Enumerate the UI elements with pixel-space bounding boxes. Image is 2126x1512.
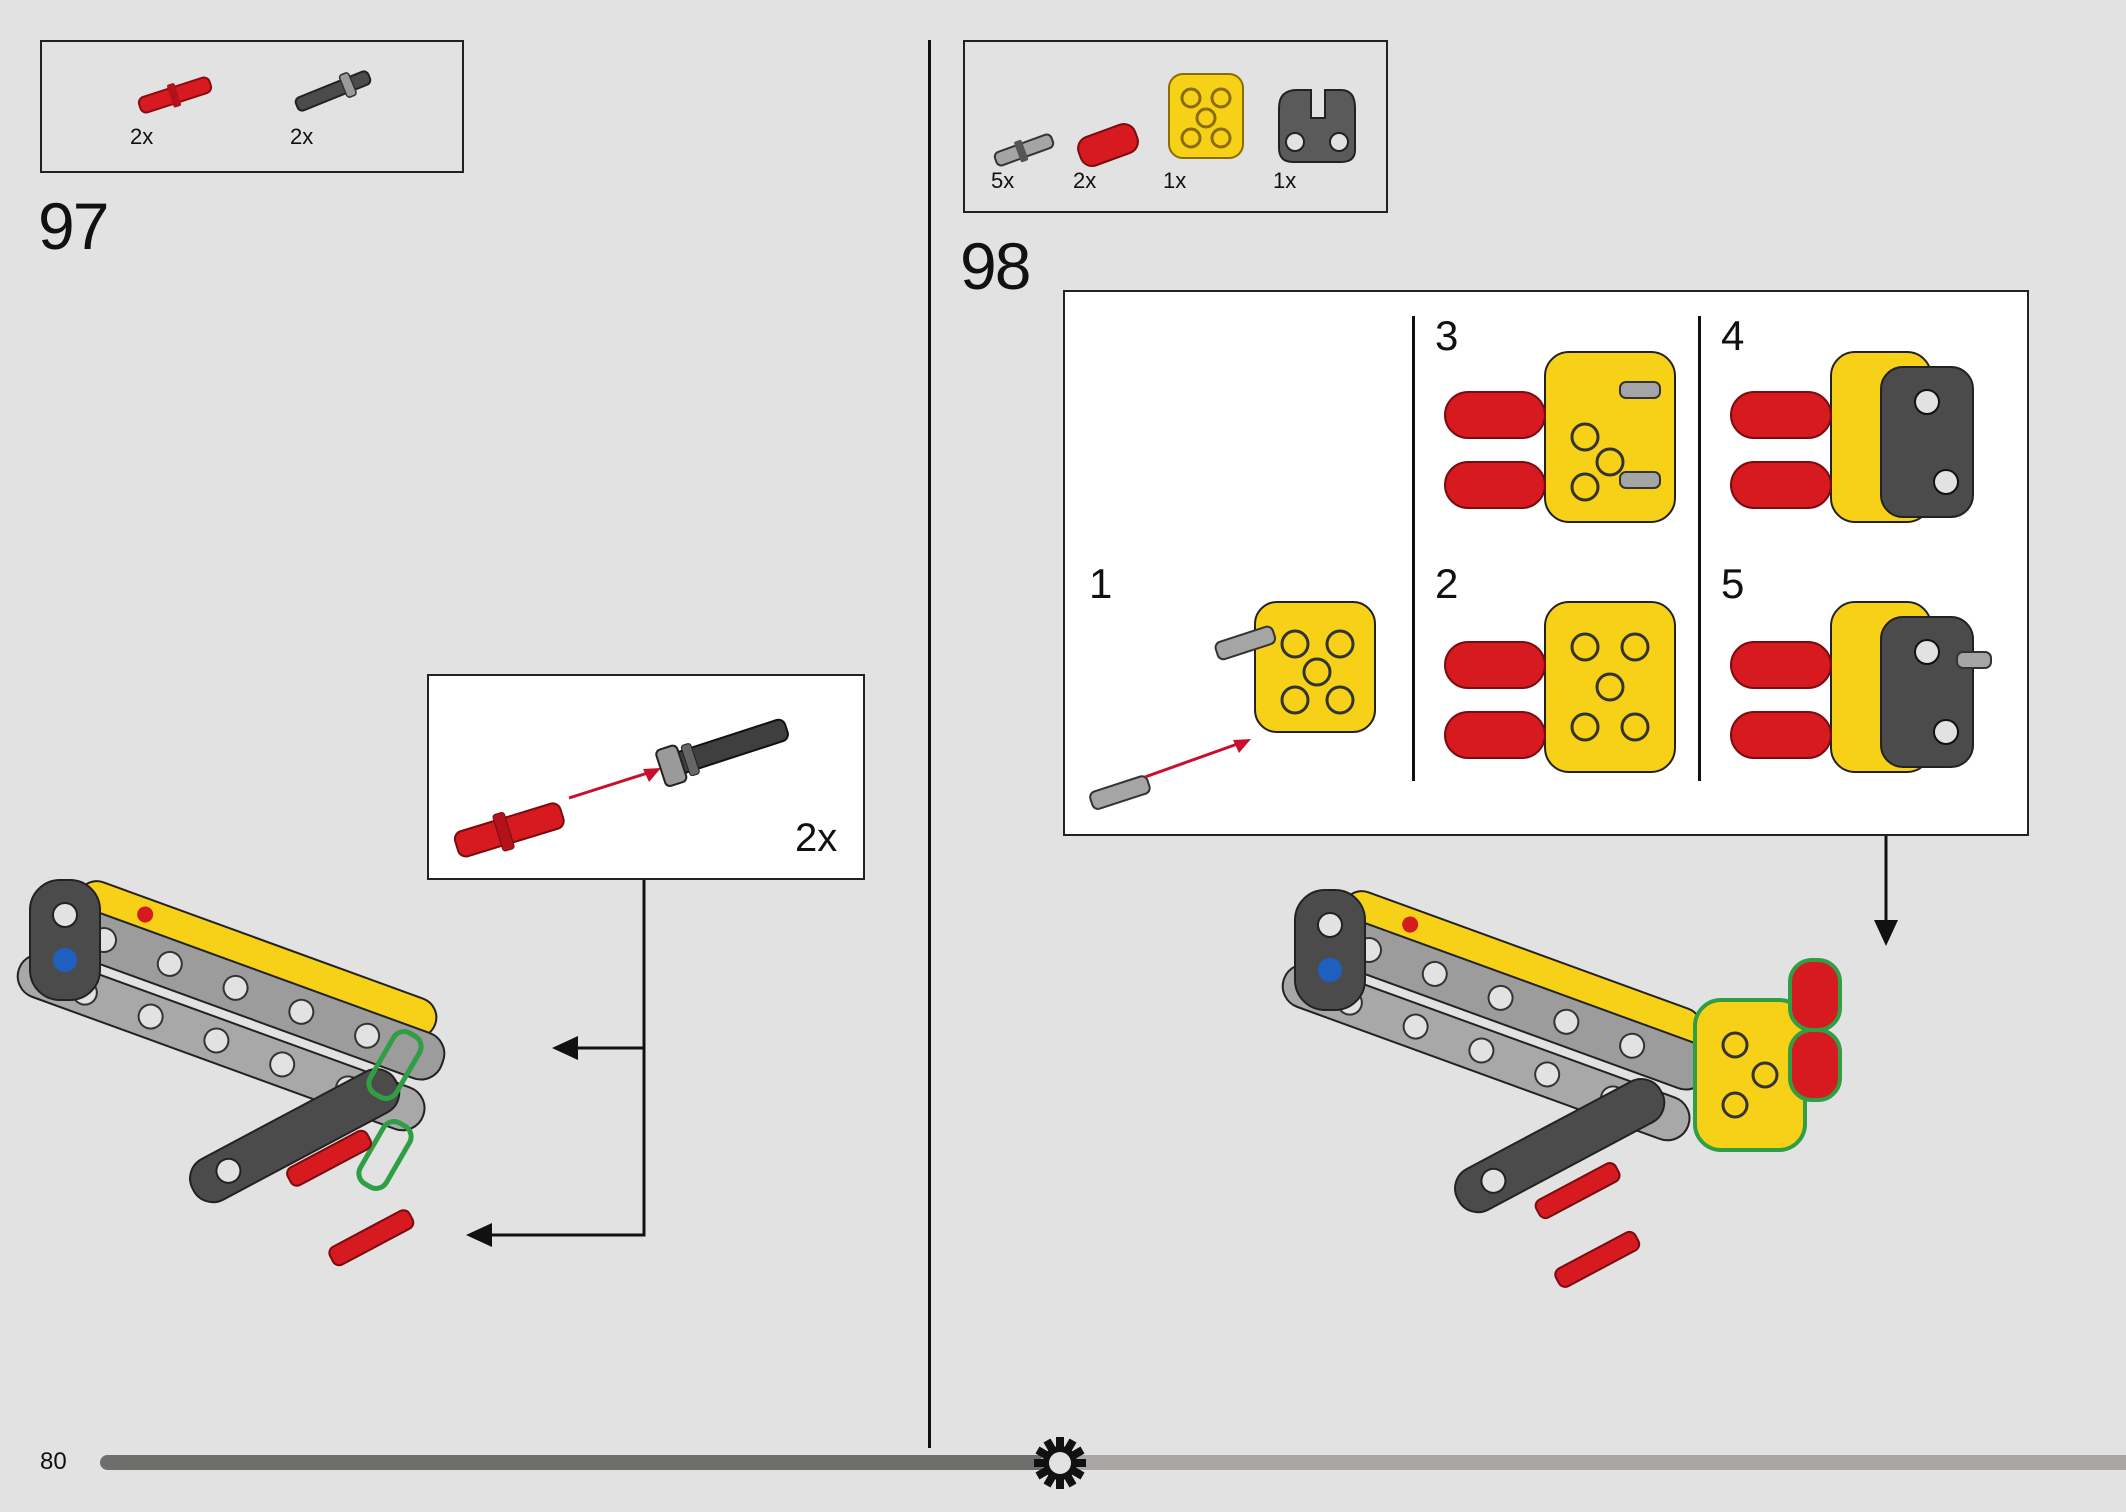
substep1-illustration bbox=[1089, 601, 1376, 810]
step98-model-illustration bbox=[1281, 889, 1842, 1288]
callout-multiplier: 2x bbox=[795, 816, 838, 860]
part-qty: 2x bbox=[1073, 168, 1097, 193]
substep-divider bbox=[1698, 316, 1701, 781]
step97-model-illustration bbox=[16, 879, 446, 1267]
gear-icon bbox=[1034, 1437, 1086, 1489]
step97-parts-list: 2x 2x bbox=[40, 40, 464, 173]
light-grey-pin-icon bbox=[993, 133, 1055, 167]
progress-bar-remaining bbox=[1040, 1455, 2126, 1470]
substep2-illustration bbox=[1444, 601, 1676, 773]
progress-bar-done bbox=[100, 1455, 1060, 1470]
yellow-connector-icon bbox=[1168, 73, 1244, 159]
substep-number: 2 bbox=[1435, 560, 1459, 607]
substep5-illustration bbox=[1730, 601, 1992, 773]
step98-subassembly-callout: 1 2 3 4 5 bbox=[1063, 290, 2029, 836]
substep-number: 3 bbox=[1435, 312, 1459, 359]
substep-divider bbox=[1412, 316, 1415, 781]
callout-down-arrow bbox=[1874, 836, 1898, 946]
part-qty: 1x bbox=[1163, 168, 1187, 193]
substep-number: 4 bbox=[1721, 312, 1745, 359]
step98-parts-list: 5x 2x 1x 1x bbox=[963, 40, 1388, 213]
substep3-illustration bbox=[1444, 351, 1676, 523]
dark-grey-axle-pin-icon bbox=[294, 70, 372, 112]
red-bush-icon bbox=[1077, 123, 1139, 167]
pin-assembly-illustration bbox=[453, 718, 789, 858]
page-divider bbox=[928, 40, 931, 1448]
part-qty: 2x bbox=[290, 124, 314, 149]
part-qty: 5x bbox=[991, 168, 1015, 193]
part-qty: 1x bbox=[1273, 168, 1297, 193]
substep4-illustration bbox=[1730, 351, 1974, 523]
red-axle-pin-icon bbox=[137, 76, 213, 114]
step-number: 97 bbox=[38, 189, 109, 263]
callout-arrows bbox=[466, 880, 646, 1247]
page-number: 80 bbox=[40, 1448, 67, 1475]
substep-number: 1 bbox=[1089, 560, 1113, 607]
step97-callout: 2x bbox=[427, 674, 865, 880]
part-qty: 2x bbox=[130, 124, 154, 149]
step-number: 98 bbox=[960, 229, 1031, 303]
substep-number: 5 bbox=[1721, 560, 1745, 607]
dark-grey-connector-icon bbox=[1278, 89, 1356, 163]
